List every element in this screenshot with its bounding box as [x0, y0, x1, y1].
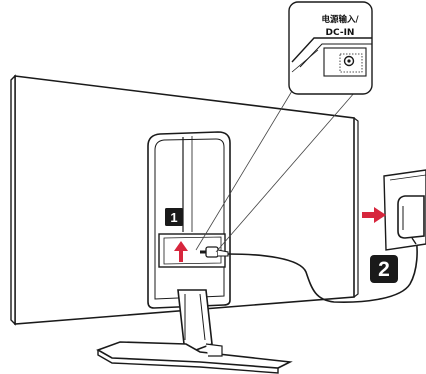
step-number-2: 2 [378, 258, 390, 281]
step-number-1: 1 [170, 210, 177, 225]
plug-in-arrow-right [362, 207, 386, 223]
dc-in-label-en: DC-IN [326, 28, 355, 38]
step-badge-1: 1 [165, 208, 183, 226]
step-badge-2: 2 [370, 255, 398, 283]
dc-in-callout: 电源输入/ DC-IN [289, 2, 372, 94]
dc-in-label-cn: 电源输入/ [321, 14, 359, 25]
power-adapter [398, 196, 424, 244]
stand-neck [148, 132, 230, 308]
